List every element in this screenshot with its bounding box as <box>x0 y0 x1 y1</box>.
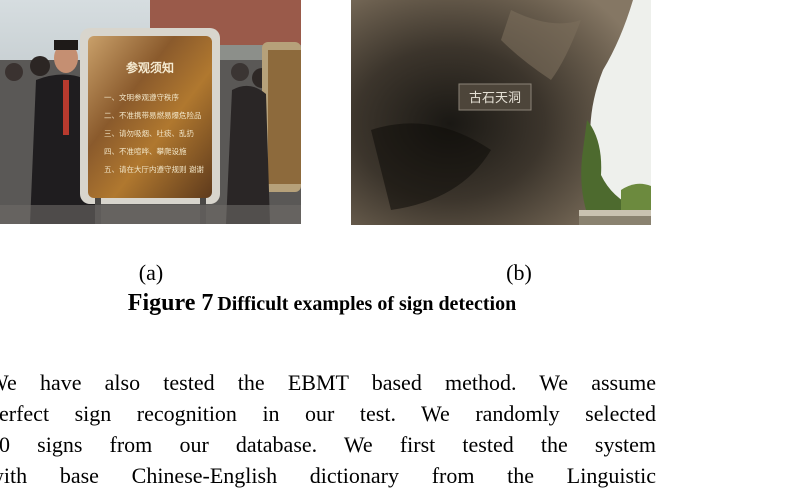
photo-b-illustration: 古石天洞 <box>351 0 651 225</box>
cave-inscription-text: 古石天洞 <box>469 91 521 106</box>
body-line-1: We have also tested the EBMT based metho… <box>0 370 656 395</box>
body-line-4: with base Chinese-English dictionary fro… <box>0 463 656 488</box>
body-line-2: perfect sign recognition in our test. We… <box>0 401 656 426</box>
subfigure-label-b: (b) <box>506 260 532 285</box>
sign-a-line-1: 一、文明参观遵守秩序 <box>104 92 179 102</box>
sign-a-line-3: 三、请勿吸烟、吐痰、乱扔 <box>104 128 194 138</box>
photo-b-cave-inscription: 古石天洞 <box>351 0 651 225</box>
photo-a-sign-board-crowd: 参观须知 一、文明参观遵守秩序 二、不准携带易燃易爆危险品 三、请勿吸烟、吐痰、… <box>0 0 301 224</box>
sign-a-line-4: 四、不准喧哗、攀爬设施 <box>104 146 187 156</box>
photo-a-illustration: 参观须知 一、文明参观遵守秩序 二、不准携带易燃易爆危险品 三、请勿吸烟、吐痰、… <box>0 0 301 224</box>
sign-a-line-5: 五、请在大厅内遵守规则 谢谢 <box>104 164 204 174</box>
figure-number: Figure 7 <box>127 290 214 316</box>
subfigure-label-a: (a) <box>138 260 164 285</box>
sign-a-title: 参观须知 <box>126 60 174 75</box>
body-paragraph: We have also tested the EBMT based metho… <box>0 367 656 491</box>
figure-caption-text: Difficult examples of sign detection <box>217 293 517 315</box>
body-line-3: 50 signs from our database. We first tes… <box>0 432 656 457</box>
sign-a-line-2: 二、不准携带易燃易爆危险品 <box>104 110 202 120</box>
figure-caption: Figure 7 Difficult examples of sign dete… <box>0 290 644 317</box>
